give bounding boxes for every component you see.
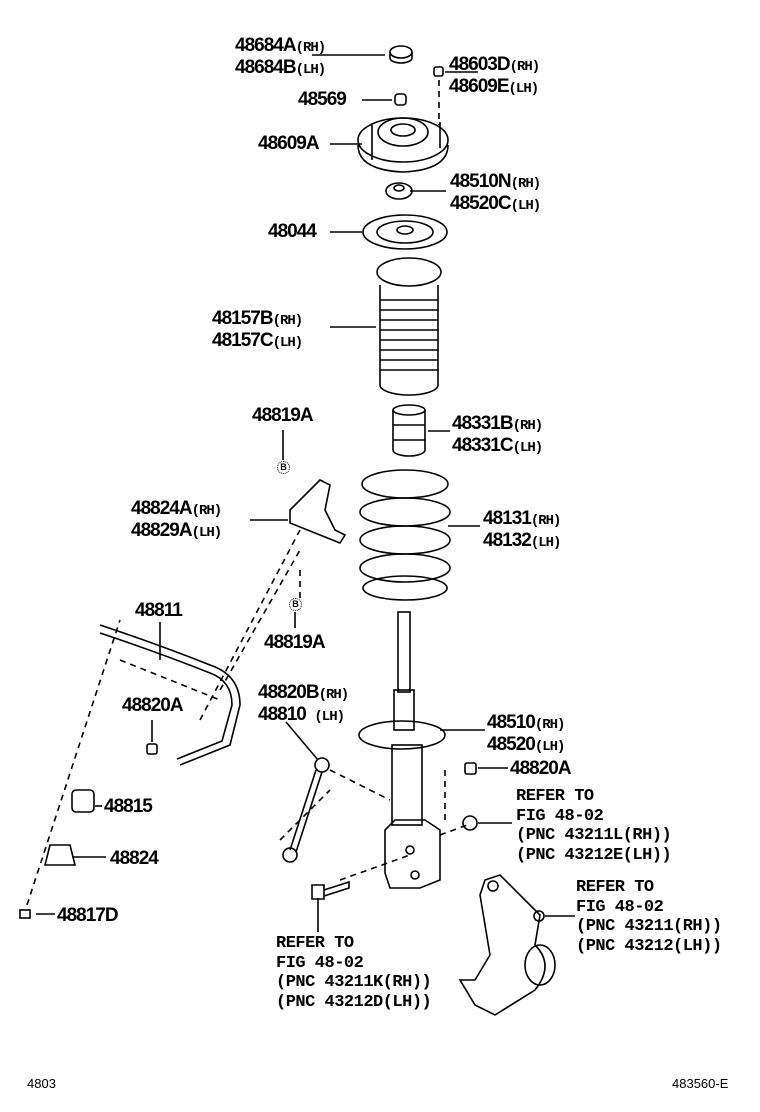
- ref-line: (PNC 43211(RH)): [576, 917, 722, 936]
- part-number-lh: 48684B: [235, 57, 297, 78]
- part-number-rh: 48603D: [449, 54, 511, 75]
- side-suffix: (RH): [510, 176, 542, 192]
- part-number-rh: 48157B: [212, 308, 274, 329]
- stabilizer-link-48820b: [282, 757, 330, 863]
- shock-absorber-48510: [358, 611, 446, 889]
- bushing-48815: [71, 789, 95, 813]
- label-bumper[interactable]: 48331B(RH) 48331C(LH): [452, 413, 544, 458]
- label-nut-small[interactable]: 48569: [298, 89, 347, 110]
- side-suffix: (LH): [272, 335, 304, 351]
- label-cap[interactable]: 48684A(RH) 48684B(LH): [235, 35, 327, 80]
- stabilizer-bar-48811: [99, 624, 241, 766]
- label-bolt-b-bottom[interactable]: 48819A: [264, 632, 326, 653]
- label-bolt-b-top[interactable]: 48819A: [252, 405, 314, 426]
- bumper-48331: [392, 404, 426, 457]
- figure-number: 4803: [27, 1076, 56, 1091]
- part-number-rh: 48510: [487, 712, 536, 733]
- label-bush-bracket[interactable]: 48824: [110, 848, 159, 869]
- part-number-lh: 48331C: [452, 435, 514, 456]
- part-number-lh: 48520: [487, 734, 536, 755]
- label-bolt-bracket[interactable]: 48817D: [57, 905, 119, 926]
- side-suffix: (RH): [509, 59, 541, 75]
- side-suffix: (LH): [508, 81, 540, 97]
- part-number-rh: 48131: [483, 508, 532, 529]
- upper-seat-48044: [362, 214, 448, 250]
- part-number-rh: 48820B: [258, 682, 320, 703]
- support-48609a: [357, 117, 449, 173]
- ref-line: (PNC 43212(LH)): [576, 936, 722, 956]
- side-suffix: (RH): [318, 687, 350, 703]
- ref-line: (PNC 43211L(RH)): [516, 826, 672, 845]
- part-number-rh: 48684A: [235, 35, 297, 56]
- label-link[interactable]: 48820B(RH) 48810 (LH): [258, 682, 350, 727]
- label-spring[interactable]: 48131(RH) 48132(LH): [483, 508, 562, 553]
- side-suffix: (RH): [512, 418, 544, 434]
- bolt-48817d: [19, 909, 31, 919]
- marker-b-bottom: B: [289, 598, 302, 611]
- label-nut-right[interactable]: 48820A: [510, 758, 572, 779]
- marker-b-top: B: [277, 461, 290, 474]
- nut-48820a-right: [464, 762, 477, 775]
- part-number-lh: 48157C: [212, 330, 274, 351]
- side-suffix: (LH): [191, 525, 223, 541]
- illustration-id: 483560-E: [672, 1076, 729, 1091]
- reference-strut-nut[interactable]: REFER TO FIG 48-02 (PNC 43211L(RH)) (PNC…: [516, 787, 672, 865]
- steering-knuckle: [458, 874, 556, 1016]
- label-nut-left[interactable]: 48820A: [122, 695, 184, 716]
- ref-line: (PNC 43212D(LH)): [276, 992, 432, 1012]
- reference-strut-bolt[interactable]: REFER TO FIG 48-02 (PNC 43211K(RH)) (PNC…: [276, 934, 432, 1012]
- side-suffix: (LH): [295, 62, 327, 78]
- coil-spring-48131: [359, 469, 451, 601]
- label-insulator[interactable]: 48510N(RH) 48520C(LH): [450, 171, 542, 216]
- nut-48603d: [433, 66, 444, 77]
- ref-line: REFER TO: [276, 934, 354, 953]
- ref-line: FIG 48-02: [516, 806, 604, 826]
- side-suffix: (RH): [191, 503, 223, 519]
- bracket-48824a: [289, 479, 347, 544]
- insulator-48510n: [385, 182, 413, 200]
- nut-strut: [462, 815, 478, 831]
- reference-knuckle[interactable]: REFER TO FIG 48-02 (PNC 43211(RH)) (PNC …: [576, 878, 722, 956]
- label-boot[interactable]: 48157B(RH) 48157C(LH): [212, 308, 304, 353]
- part-number-lh: 48810: [258, 704, 307, 725]
- label-nut-top[interactable]: 48603D(RH) 48609E(LH): [449, 54, 541, 99]
- label-stabilizer-bar[interactable]: 48811: [135, 600, 183, 621]
- ref-line: FIG 48-02: [276, 953, 364, 973]
- part-number-lh: 48520C: [450, 193, 512, 214]
- side-suffix: (RH): [295, 40, 327, 56]
- label-bushing[interactable]: 48815: [104, 796, 153, 817]
- label-absorber[interactable]: 48510(RH) 48520(LH): [487, 712, 566, 757]
- nut-48569: [394, 93, 407, 106]
- part-number-rh: 48824A: [131, 498, 193, 519]
- part-number-rh: 48331B: [452, 413, 514, 434]
- ref-line: FIG 48-02: [576, 897, 664, 917]
- nut-48820a-left: [146, 743, 158, 755]
- part-number-lh: 48132: [483, 530, 532, 551]
- side-suffix: (RH): [534, 717, 566, 733]
- strut-bolt: [311, 880, 350, 900]
- side-suffix: (LH): [530, 535, 562, 551]
- part-number-lh: 48609E: [449, 76, 510, 97]
- side-suffix: (RH): [530, 513, 562, 529]
- dashed-lines: [26, 80, 471, 906]
- side-suffix: (LH): [512, 440, 544, 456]
- boot-48157: [376, 257, 442, 396]
- bracket-48824: [43, 844, 77, 866]
- part-number-lh: 48829A: [131, 520, 193, 541]
- ref-line: REFER TO: [576, 878, 654, 897]
- ref-line: (PNC 43211K(RH)): [276, 973, 432, 992]
- side-suffix: (LH): [510, 198, 542, 214]
- label-upper-seat[interactable]: 48044: [268, 221, 317, 242]
- cap-48684: [389, 45, 413, 64]
- side-suffix: (LH): [314, 709, 345, 725]
- part-number-rh: 48510N: [450, 171, 512, 192]
- side-suffix: (LH): [534, 739, 566, 755]
- ref-line: (PNC 43212E(LH)): [516, 845, 672, 865]
- ref-line: REFER TO: [516, 787, 594, 806]
- label-bracket[interactable]: 48824A(RH) 48829A(LH): [131, 498, 223, 543]
- side-suffix: (RH): [272, 313, 304, 329]
- label-support[interactable]: 48609A: [258, 133, 320, 154]
